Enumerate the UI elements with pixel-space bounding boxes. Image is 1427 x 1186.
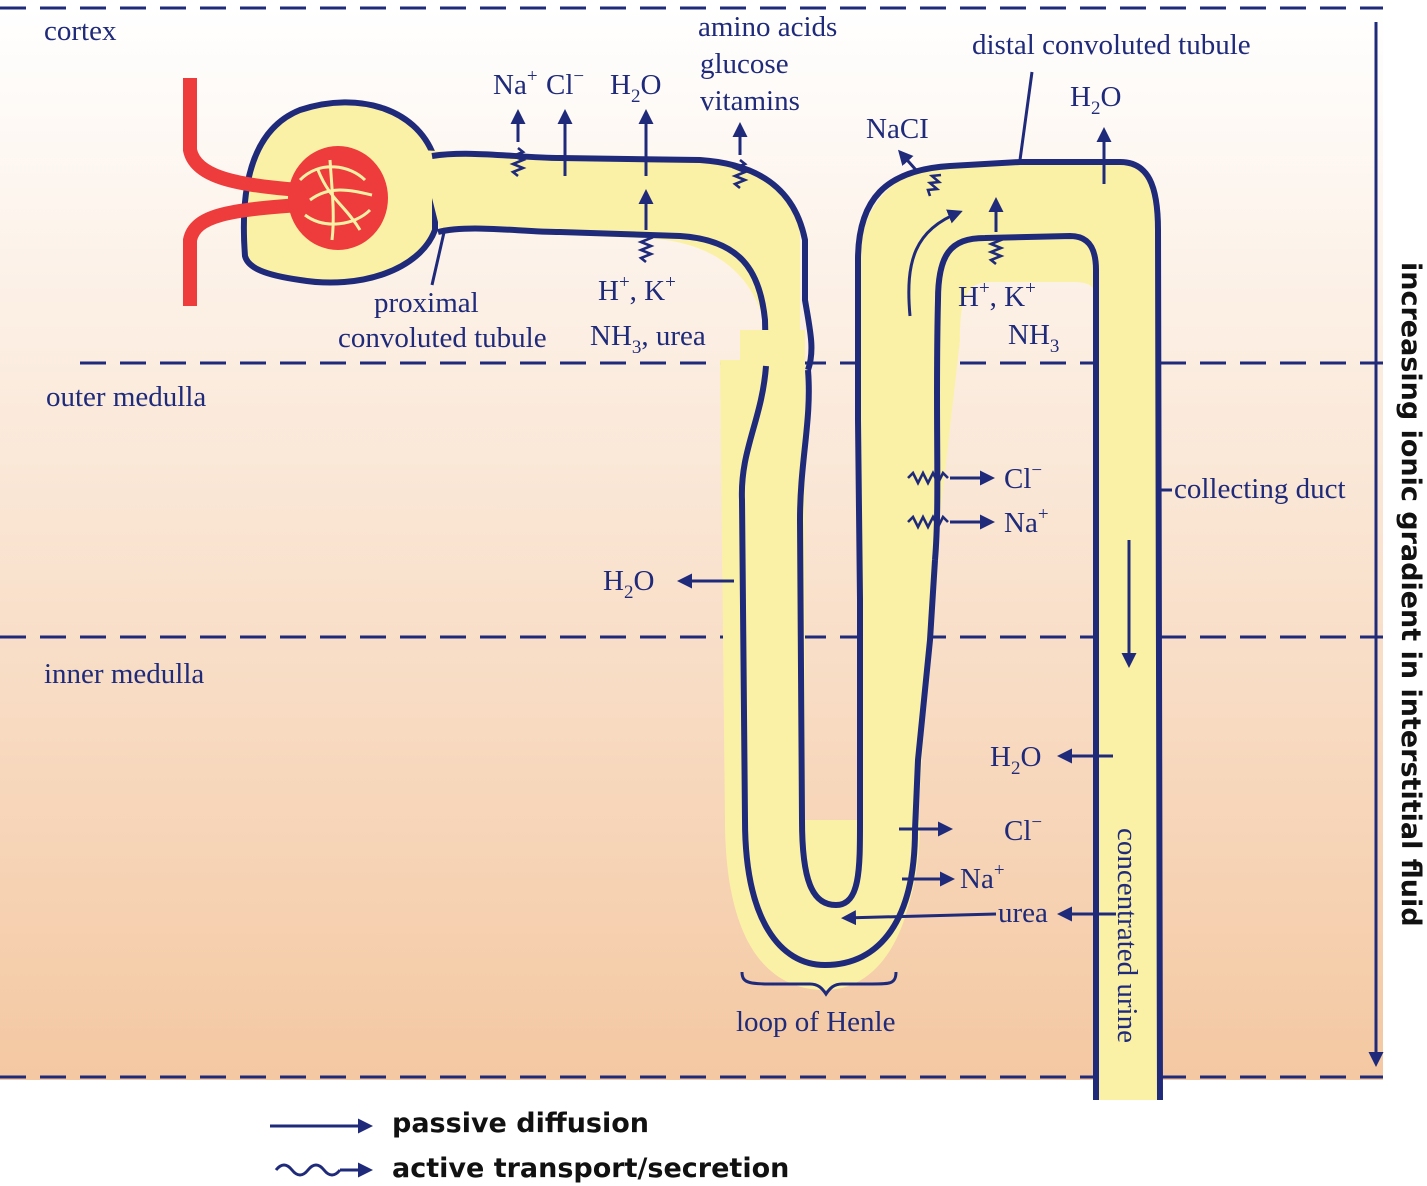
legend-passive-label: passive diffusion: [392, 1108, 649, 1139]
proximal-convoluted-tubule: [420, 150, 800, 960]
descending-limb-inner: [796, 159, 1163, 1101]
label-nacl: NaCI: [866, 113, 929, 145]
label-cl-outer: Cl−: [1004, 460, 1042, 495]
label-h-k-distal: H+, K+: [958, 278, 1036, 313]
descending-limb-outer: [738, 365, 938, 969]
zone-label-inner-medulla: inner medulla: [44, 658, 204, 690]
label-nh3-distal: NH3: [1008, 319, 1059, 357]
label-h-k-proximal: H+, K+: [598, 272, 676, 307]
label-cl-inner: Cl−: [1004, 812, 1042, 847]
label-concentrated-urine: concentrated urine: [1111, 828, 1143, 1043]
label-urea: urea: [998, 897, 1048, 929]
label-proximal-1: proximal: [374, 287, 479, 319]
glomerulus: [288, 146, 388, 250]
zone-label-outer-medulla: outer medulla: [46, 381, 206, 413]
legend-active-wave: [274, 1163, 342, 1177]
label-h2o-proximal: H2O: [610, 69, 661, 107]
label-glucose: glucose: [700, 48, 789, 80]
label-na-inner: Na+: [960, 860, 1005, 895]
label-na-proximal: Na+: [493, 66, 538, 101]
afferent-arteriole: [183, 78, 301, 197]
label-h2o-descending: H2O: [603, 565, 654, 603]
legend-active-label: active transport/secretion: [392, 1153, 789, 1184]
label-nh3-urea: NH3, urea: [590, 320, 706, 358]
loop-brace: [740, 971, 898, 997]
zone-label-cortex: cortex: [44, 15, 117, 47]
efferent-arteriole: [183, 198, 301, 306]
label-collecting-duct: collecting duct: [1174, 473, 1346, 505]
legend: passive diffusion active transport/secre…: [270, 1108, 789, 1184]
label-h2o-distal: H2O: [1070, 81, 1121, 119]
label-vitamins: vitamins: [700, 85, 800, 117]
label-distal-tubule: distal convoluted tubule: [972, 29, 1251, 61]
label-cl-proximal: Cl−: [546, 66, 584, 101]
gradient-label: increasing ionic gradient in interstitia…: [1395, 262, 1426, 927]
label-h2o-collecting: H2O: [990, 741, 1041, 779]
label-proximal-2: convoluted tubule: [338, 322, 547, 354]
label-amino-acids: amino acids: [698, 11, 837, 43]
label-na-outer: Na+: [1004, 504, 1049, 539]
label-loop-of-henle: loop of Henle: [736, 1006, 895, 1038]
